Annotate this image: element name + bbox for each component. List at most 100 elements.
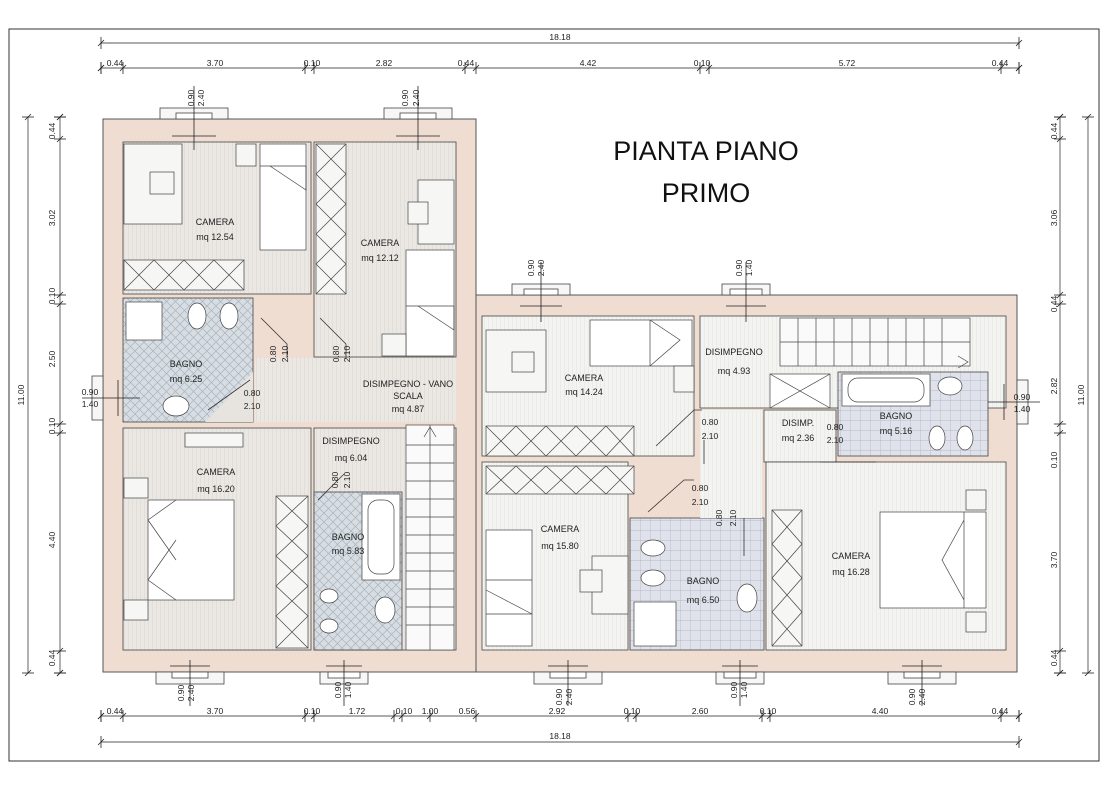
svg-text:0.90: 0.90	[400, 89, 410, 106]
svg-text:0.90: 0.90	[176, 684, 186, 701]
top-dim-5: 4.42	[580, 58, 597, 68]
svg-text:2.40: 2.40	[411, 89, 421, 106]
room-name: CAMERA	[832, 551, 871, 561]
dimension-lines	[27, 42, 1089, 743]
room-area: mq 6.50	[687, 595, 720, 605]
room-area: mq 15.80	[541, 541, 579, 551]
overall-width-bottom: 18.18	[549, 731, 571, 741]
svg-text:2.10: 2.10	[342, 345, 352, 362]
room-name: CAMERA	[196, 217, 235, 227]
room-name-line2: SCALA	[393, 391, 423, 401]
room-area: mq 4.93	[718, 366, 751, 376]
left-dim-4: 0.10	[47, 417, 57, 434]
svg-text:2.10: 2.10	[692, 497, 709, 507]
room-name: BAGNO	[880, 411, 913, 421]
window-axis-marks	[82, 86, 1040, 706]
bottom-dim-7: 2.92	[549, 706, 566, 716]
door-dim-labels: 0.80 2.10 0.80 2.10 0.80 2.10 0.80 2.10 …	[244, 345, 844, 526]
bottom-dim-0: 0.44	[107, 706, 124, 716]
svg-text:2.40: 2.40	[536, 259, 546, 276]
svg-text:1.40: 1.40	[1014, 404, 1031, 414]
top-dim-7: 5.72	[839, 58, 856, 68]
room-name: DISIMP.	[782, 418, 814, 428]
svg-text:0.90: 0.90	[186, 89, 196, 106]
svg-text:0.80: 0.80	[692, 483, 709, 493]
svg-text:0.90: 0.90	[734, 259, 744, 276]
top-dim-8: 0.44	[992, 58, 1009, 68]
bottom-dim-3: 1.72	[349, 706, 366, 716]
room-floor-disimp-236	[763, 409, 837, 463]
window-dim-labels: 0.90 2.40 0.90 2.40 0.90 2.40 0.90 1.40 …	[82, 89, 1031, 705]
svg-text:2.40: 2.40	[917, 688, 927, 705]
left-dimension-chain: 0.44 3.02 0.10 2.50 0.10 4.40 0.44	[47, 122, 57, 666]
room-name: DISIMPEGNO - VANO	[363, 379, 453, 389]
overall-height-left: 11.00	[16, 384, 26, 405]
sheet-border	[8, 28, 1100, 762]
top-dim-4: 0.44	[458, 58, 475, 68]
room-area: mq 4.87	[392, 404, 425, 414]
room-name: DISIMPEGNO	[322, 436, 380, 446]
top-dimension-chain: 0.44 3.70 0.10 2.82 0.44 4.42 0.10 5.72 …	[107, 58, 1009, 68]
svg-text:1.40: 1.40	[739, 681, 749, 698]
bottom-dim-5: 1.00	[422, 706, 439, 716]
svg-text:2.10: 2.10	[280, 345, 290, 362]
svg-text:1.40: 1.40	[82, 399, 99, 409]
bottom-dimension-chain: 0.44 3.70 0.10 1.72 0.10 1.00 0.56 2.92 …	[107, 706, 1009, 716]
svg-text:0.80: 0.80	[330, 471, 340, 488]
room-name: DISIMPEGNO	[705, 347, 763, 357]
room-name: BAGNO	[332, 532, 365, 542]
room-area: mq 2.36	[782, 433, 815, 443]
svg-text:0.80: 0.80	[268, 345, 278, 362]
right-wing	[475, 294, 1018, 673]
bottom-dim-1: 3.70	[207, 706, 224, 716]
svg-text:2.10: 2.10	[728, 509, 738, 526]
top-dim-2: 0.10	[304, 58, 321, 68]
svg-text:0.90: 0.90	[729, 681, 739, 698]
svg-text:0.80: 0.80	[702, 417, 719, 427]
svg-text:0.90: 0.90	[1014, 392, 1031, 402]
furniture-left	[123, 143, 455, 649]
right-dimension-chain: 0.44 3.06 0.44 2.82 0.10 3.70 0.44	[1049, 122, 1059, 666]
room-name: CAMERA	[565, 373, 604, 383]
room-area: mq 5.16	[880, 426, 913, 436]
bottom-dim-8: 0.10	[624, 706, 641, 716]
svg-text:0.90: 0.90	[907, 688, 917, 705]
room-area: mq 12.12	[361, 253, 399, 263]
bottom-dim-12: 0.44	[992, 706, 1009, 716]
room-name: BAGNO	[170, 359, 203, 369]
left-dim-5: 4.40	[47, 531, 57, 548]
svg-text:0.80: 0.80	[714, 509, 724, 526]
bottom-dim-2: 0.10	[304, 706, 321, 716]
stair-right	[779, 317, 971, 369]
right-dim-6: 0.44	[1049, 649, 1059, 666]
bottom-dim-11: 4.40	[872, 706, 889, 716]
svg-text:0.90: 0.90	[526, 259, 536, 276]
svg-text:2.10: 2.10	[827, 435, 844, 445]
svg-text:2.40: 2.40	[564, 688, 574, 705]
top-dim-0: 0.44	[107, 58, 124, 68]
overall-height-right: 11.00	[1076, 384, 1086, 405]
room-labels: CAMERA mq 12.54 CAMERA mq 12.12 BAGNO mq…	[170, 217, 913, 605]
room-area: mq 5.83	[332, 546, 365, 556]
door-swings-left	[207, 317, 347, 501]
top-dim-1: 3.70	[207, 58, 224, 68]
svg-text:1.40: 1.40	[343, 681, 353, 698]
dimension-ticks	[22, 37, 1094, 748]
left-dim-3: 2.50	[47, 350, 57, 367]
room-name: CAMERA	[541, 524, 580, 534]
svg-text:2.40: 2.40	[186, 684, 196, 701]
right-dim-4: 0.10	[1049, 451, 1059, 468]
bottom-dim-10: 0.10	[760, 706, 777, 716]
svg-text:0.80: 0.80	[244, 388, 261, 398]
svg-text:1.40: 1.40	[744, 259, 754, 276]
room-area: mq 12.54	[196, 232, 234, 242]
left-dim-2: 0.10	[47, 287, 57, 304]
room-name: CAMERA	[361, 238, 400, 248]
plan-title-line2: PRIMO	[662, 178, 751, 208]
svg-text:0.90: 0.90	[333, 681, 343, 698]
plan-title-line1: PIANTA PIANO	[613, 136, 799, 166]
top-dim-3: 2.82	[376, 58, 393, 68]
room-name: BAGNO	[687, 576, 720, 586]
right-dim-5: 3.70	[1049, 551, 1059, 568]
